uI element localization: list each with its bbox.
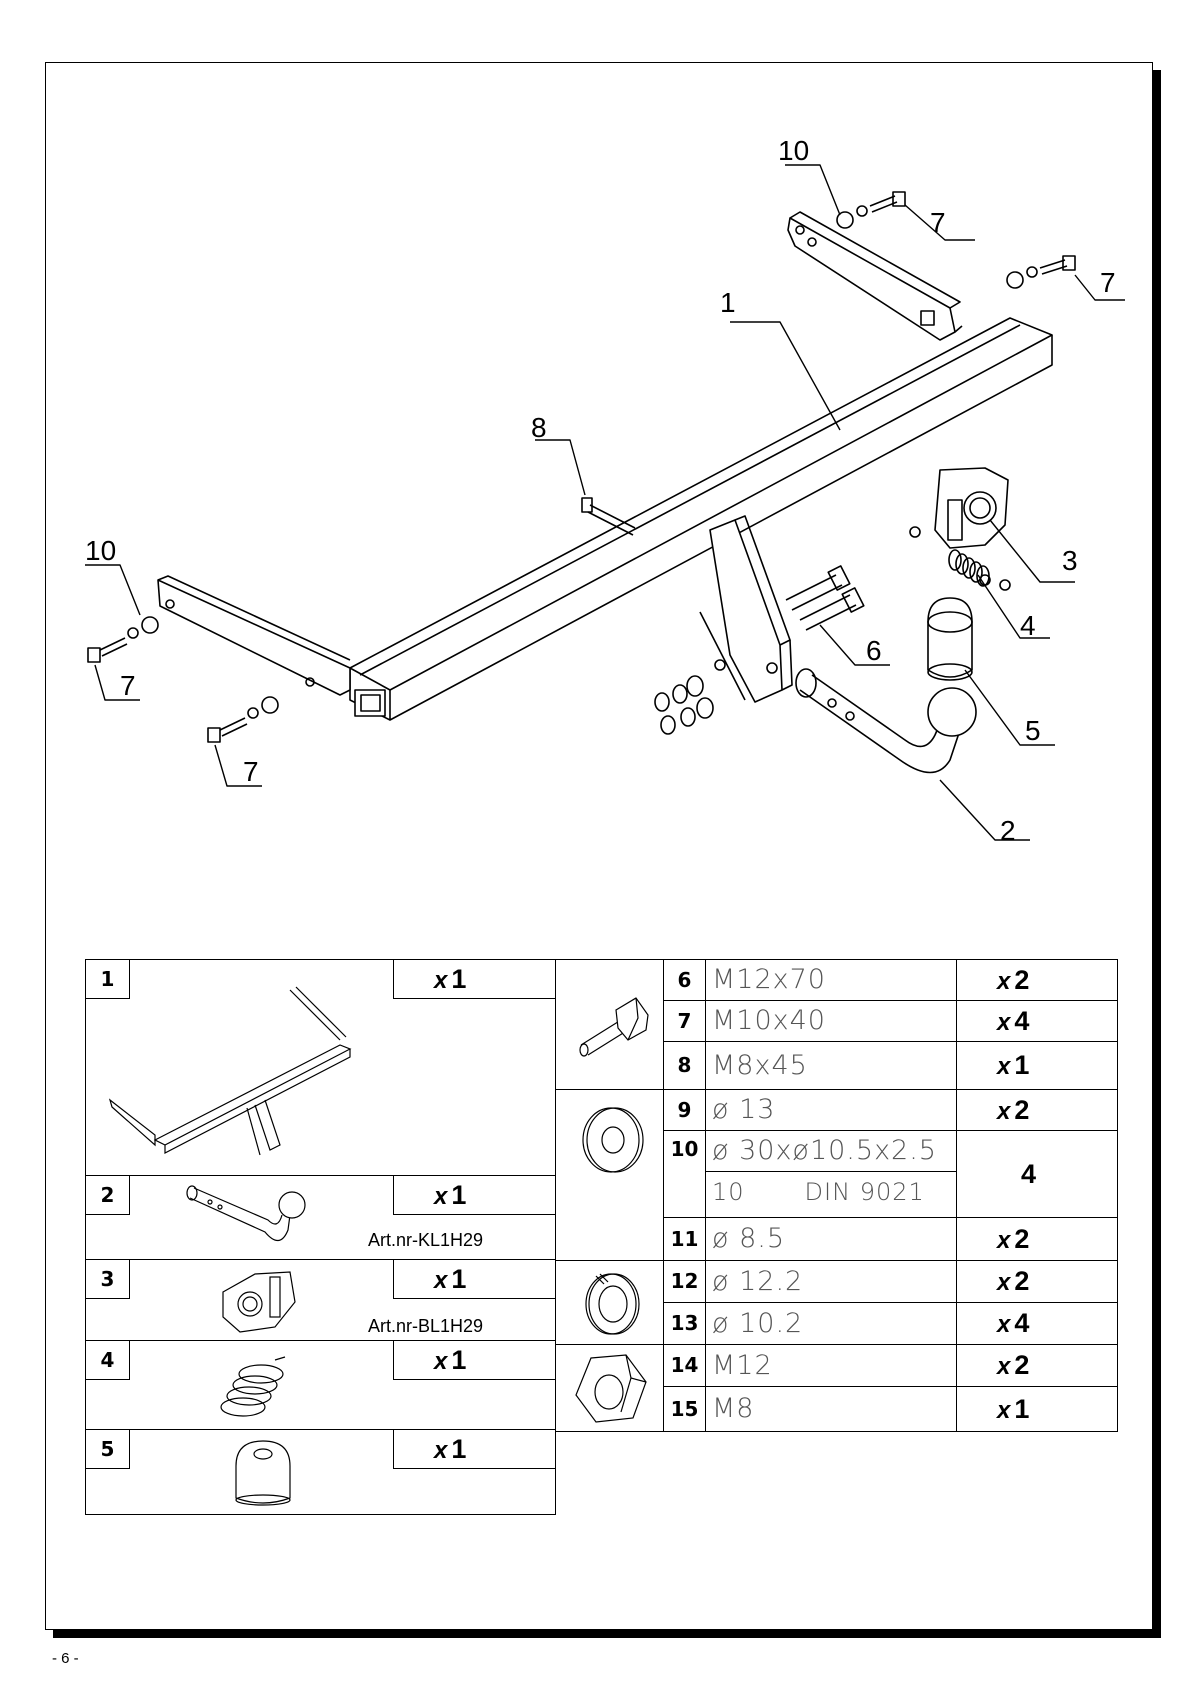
ball-cap-thumbnail [235,1440,291,1506]
hardware-spec: M12 [705,1344,957,1387]
assembly-row-2 [85,1175,556,1260]
nut-icon-cell [555,1344,664,1432]
assembly-row-5 [85,1429,556,1515]
callout-7b: 7 [1100,267,1116,298]
washer-icon-cell [555,1089,664,1261]
washers-nuts-cluster [654,526,1011,735]
hardware-number: 7 [663,1000,706,1042]
hardware-number: 13 [663,1302,706,1345]
hardware-number: 8 [663,1041,706,1090]
hardware-spec: M8x45 [705,1041,957,1090]
assembly-row-4 [85,1340,556,1430]
right-side-bracket [787,211,963,341]
towbar-ball-thumbnail [186,1185,306,1242]
assembly-number: 3 [85,1259,130,1299]
hardware-number: 15 [663,1386,706,1432]
assembly-number: 2 [85,1175,130,1215]
bolt-icon-cell [555,959,664,1090]
hardware-number: 10 [663,1130,706,1218]
callout-3: 3 [1062,545,1078,576]
washer-icon [582,1107,644,1173]
ball-cap-part-5 [927,597,973,681]
callout-7c: 7 [120,670,136,701]
callout-10b: 10 [85,535,116,566]
article-number: Art.nr-KL1H29 [368,1230,484,1250]
callout-6: 6 [866,635,882,666]
bolt-icon [579,997,649,1057]
hardware-spec: ø 10.2 [705,1302,957,1345]
hardware-spec: M8 [705,1386,957,1432]
crossbar-thumbnail [108,986,352,1156]
socket-plate-thumbnail [222,1271,296,1333]
assembly-number: 4 [85,1340,130,1380]
callout-8: 8 [531,412,547,443]
assembly-number: 5 [85,1429,130,1469]
hardware-spec: M12x70 [705,959,957,1001]
bolts-part-6 [785,565,865,631]
hardware-spec: ø 12.2 [705,1260,957,1303]
callout-2: 2 [1000,815,1016,846]
center-mount-bracket [699,515,793,703]
article-number: Art.nr-BL1H29 [368,1316,484,1336]
hardware-number: 6 [663,959,706,1001]
left-side-bracket [157,575,351,696]
assembly-number: 1 [85,959,130,999]
socket-plate-part-3 [934,467,1009,549]
frame-shadow-bottom [53,1630,1161,1638]
callout-10a: 10 [778,135,809,166]
hardware-quantity: 4 [956,1130,1118,1218]
hardware-spec: ø 13 [705,1089,957,1131]
spring-thumbnail [220,1356,286,1417]
callout-7d: 7 [243,756,259,787]
spring-part-4 [948,549,990,587]
hardware-number: 9 [663,1089,706,1131]
lock-washer-icon-cell [555,1260,664,1345]
frame-shadow-right [1153,70,1161,1638]
hardware-number: 12 [663,1260,706,1303]
hardware-spec: M10x40 [705,1000,957,1042]
spring-washer-icon [585,1273,640,1335]
crossbar-part-1 [349,317,1053,721]
leader-lines [85,164,1125,841]
callout-5: 5 [1025,715,1041,746]
towbar-ball-part-2 [795,668,977,774]
fasteners-part-7-8-10 [87,191,1076,743]
callout-7a: 7 [930,207,946,238]
callout-4: 4 [1020,610,1036,641]
hardware-number: 14 [663,1344,706,1387]
hardware-number: 11 [663,1217,706,1261]
hex-nut-icon [575,1354,647,1423]
hardware-spec: ø 8.5 [705,1217,957,1261]
exploded-view-drawing: 1 2 3 4 5 6 7 7 7 7 8 10 10 [85,135,1125,846]
callout-1: 1 [720,287,736,318]
page-number: - 6 - [52,1650,79,1667]
